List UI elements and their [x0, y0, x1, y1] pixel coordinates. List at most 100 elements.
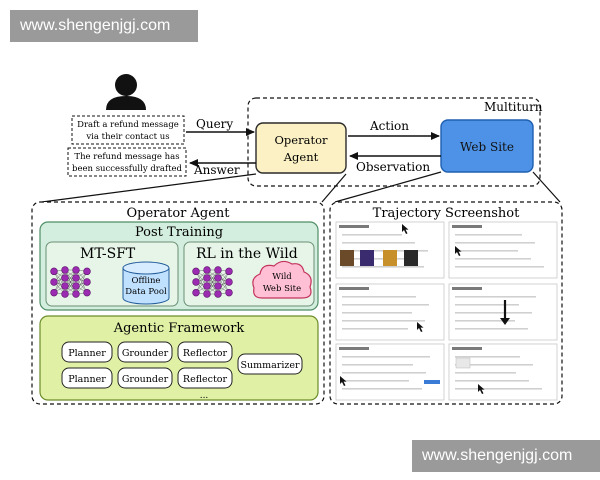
product-image: [383, 250, 397, 266]
connector-right-inner: [334, 171, 442, 203]
thumbnail-line: [455, 296, 536, 298]
cursor-shape: [402, 224, 409, 234]
nn-node: [61, 274, 69, 282]
nn-node: [203, 282, 211, 290]
thumbnail-line: [342, 356, 430, 358]
module-box: [61, 367, 113, 389]
nn-node: [72, 274, 80, 282]
module-box: [117, 341, 173, 363]
cursor-icon: [417, 322, 424, 332]
query-label: Query: [196, 117, 233, 131]
neural-network-icon: [192, 266, 233, 298]
operator-agent-line2: Agent: [283, 150, 319, 164]
neural-network-icon: [50, 266, 91, 298]
module-box: [117, 367, 173, 389]
summarizer-module: [237, 353, 303, 375]
nn-edge: [75, 269, 88, 293]
thumbnail-line: [455, 388, 542, 390]
thumbnail-line: [455, 304, 519, 306]
answer-label: Answer: [193, 163, 240, 177]
thumbnail-line: [342, 312, 412, 314]
operator-agent-node: Operator Agent: [255, 122, 347, 174]
cloud-icon: Wild Web Site: [252, 260, 312, 299]
thumbnail-line: [342, 320, 425, 322]
query-text-line1: Draft a refund message: [77, 120, 179, 130]
thumbnail-line: [455, 258, 531, 260]
nn-node: [50, 267, 58, 276]
thumbnail-line: [455, 380, 529, 382]
nn-node: [225, 288, 233, 297]
action-label: Action: [369, 119, 409, 133]
thumbnail-header: [452, 225, 482, 228]
cursor-icon: [340, 376, 347, 386]
cursor-shape: [340, 376, 347, 386]
module-label: Reflector: [183, 374, 228, 385]
thumbnail-header: [339, 347, 369, 350]
thumbnail-line: [342, 364, 413, 366]
trajectory-screenshots: [335, 221, 558, 401]
down-arrow-head: [500, 318, 510, 325]
nn-node: [192, 288, 200, 297]
screenshot-thumbnail: [448, 221, 558, 279]
answer-text-line1: The refund message has: [74, 152, 179, 162]
post-training-label: Post Training: [135, 225, 223, 240]
product-image: [404, 250, 418, 266]
product-image: [340, 250, 354, 266]
operator-panel-title: Operator Agent: [126, 206, 230, 221]
nn-node: [214, 266, 222, 274]
nn-edge: [206, 269, 219, 295]
nn-edge: [217, 271, 230, 295]
nn-edge: [195, 269, 208, 293]
nn-node: [72, 290, 80, 298]
thumbnail-line: [342, 328, 408, 330]
cursor-icon: [455, 246, 462, 256]
thumbnail-line: [342, 266, 424, 268]
nn-node: [203, 274, 211, 282]
thumbnail-line: [455, 266, 544, 268]
wild-site-line2: Web Site: [263, 284, 301, 294]
nn-edge: [53, 269, 66, 293]
thumbnail-line: [342, 388, 422, 390]
thumbnail-line: [342, 296, 416, 298]
nn-node: [61, 282, 69, 290]
query-box: Draft a refund message via their contact…: [71, 115, 185, 145]
multiturn-label: Multiturn: [484, 100, 543, 114]
nn-node: [83, 288, 91, 297]
screenshot-thumbnail: [448, 283, 558, 341]
nn-node: [50, 278, 58, 286]
nn-node: [72, 282, 80, 290]
module-box: [177, 367, 233, 389]
thumbnail-line: [455, 242, 535, 244]
cursor-icon: [402, 224, 409, 234]
thumbnail-header: [452, 287, 482, 290]
mt-sft-label: MT-SFT: [80, 246, 136, 262]
nn-node: [214, 274, 222, 282]
connector-left-outer: [41, 173, 257, 203]
thumbnail-button: [424, 380, 440, 384]
nn-edge: [75, 271, 88, 295]
nn-node: [50, 288, 58, 297]
nn-node: [61, 266, 69, 274]
screenshot-thumbnail: [448, 343, 558, 401]
connector-right-outer: [532, 171, 561, 203]
module-label: Reflector: [183, 348, 228, 359]
nn-node: [225, 278, 233, 286]
nn-node: [192, 267, 200, 276]
watermark-top: www.shengenjgj.com: [10, 10, 198, 42]
watermark-bottom: www.shengenjgj.com: [412, 440, 600, 472]
nn-node: [203, 290, 211, 298]
cursor-shape: [478, 384, 485, 394]
screenshot-thumbnail: [335, 343, 445, 401]
module-box: [61, 341, 113, 363]
operator-agent-line1: Operator: [275, 133, 328, 147]
product-image: [360, 250, 374, 266]
thumbnail-line: [455, 250, 518, 252]
thumbnail-line: [455, 234, 522, 236]
offline-pool-line1: Offline: [132, 276, 161, 286]
nn-node: [203, 266, 211, 274]
cursor-shape: [417, 322, 424, 332]
thumbnail-line: [342, 242, 415, 244]
connector-left-inner: [321, 173, 347, 203]
